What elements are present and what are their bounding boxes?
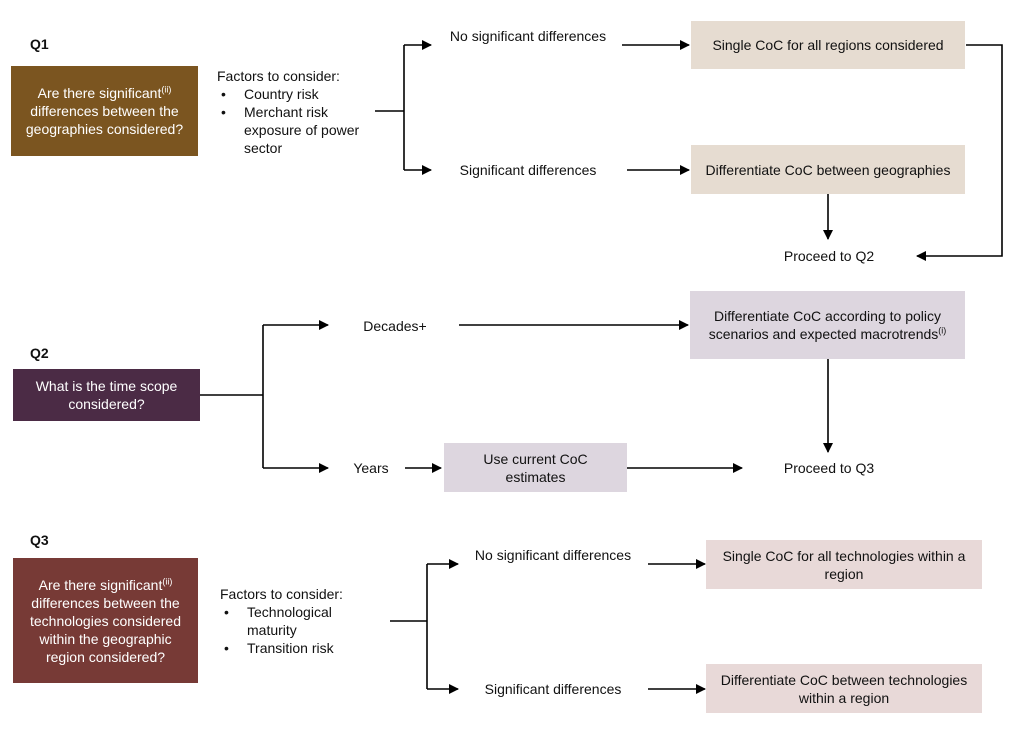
q1-branch-no-diff: No significant differences: [449, 28, 607, 44]
q2-branch-years: Years: [353, 460, 389, 476]
q1-tag: Q1: [30, 36, 49, 52]
q1-factors-title: Factors to consider:: [217, 68, 340, 84]
q1-proceed: Proceed to Q2: [783, 248, 875, 264]
q3-result-differentiate: Differentiate CoC between technologies w…: [706, 664, 982, 713]
q3-factor-item: Technological maturity: [220, 603, 370, 639]
q3-branch-diff: Significant differences: [484, 681, 622, 697]
q3-result-single: Single CoC for all technologies within a…: [706, 540, 982, 589]
q1-return-line: [916, 44, 1003, 261]
q1-question-box: Are there significant(ii) differences be…: [11, 66, 198, 156]
q3-question-text: Are there significant(ii) differences be…: [30, 575, 181, 665]
q2-result-policy: Differentiate CoC according to policy sc…: [690, 291, 965, 359]
q3-branch-no-diff: No significant differences: [474, 547, 632, 563]
q2-branch-decades: Decades+: [363, 318, 427, 334]
q1-factor-item: Country risk: [217, 85, 372, 103]
q2-proceed: Proceed to Q3: [783, 460, 875, 476]
q1-question-text: Are there significant(ii) differences be…: [25, 84, 184, 137]
q3-factor-item: Transition risk: [220, 639, 370, 657]
q2-question-box: What is the time scope considered?: [13, 369, 200, 421]
q2-tag: Q2: [30, 345, 49, 361]
q1-branch-diff: Significant differences: [459, 162, 597, 178]
q1-result-differentiate: Differentiate CoC between geographies: [691, 145, 965, 194]
q3-question-box: Are there significant(ii) differences be…: [13, 558, 198, 683]
q2-result-policy-text: Differentiate CoC according to policy sc…: [708, 308, 947, 342]
q1-factor-item: Merchant risk exposure of power sector: [217, 103, 372, 157]
q1-factors: Factors to consider: Country risk Mercha…: [217, 67, 372, 157]
q3-factors: Factors to consider: Technological matur…: [220, 585, 370, 657]
q2-result-current: Use current CoC estimates: [444, 443, 627, 492]
q3-factors-title: Factors to consider:: [220, 586, 343, 602]
q1-result-single: Single CoC for all regions considered: [691, 21, 965, 69]
q3-tag: Q3: [30, 532, 49, 548]
